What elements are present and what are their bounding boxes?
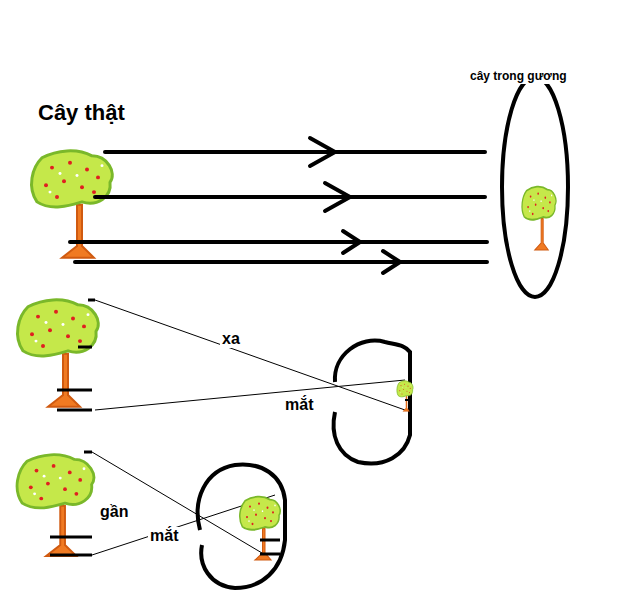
distance-label: xa xyxy=(220,330,242,348)
distance-label: gần xyxy=(98,503,130,521)
heading-label: Cây thật xyxy=(36,100,127,125)
eye-label: mắt xyxy=(148,527,180,545)
eye-label: mắt xyxy=(283,396,315,414)
mirror-label: cây trong gương xyxy=(468,70,569,84)
